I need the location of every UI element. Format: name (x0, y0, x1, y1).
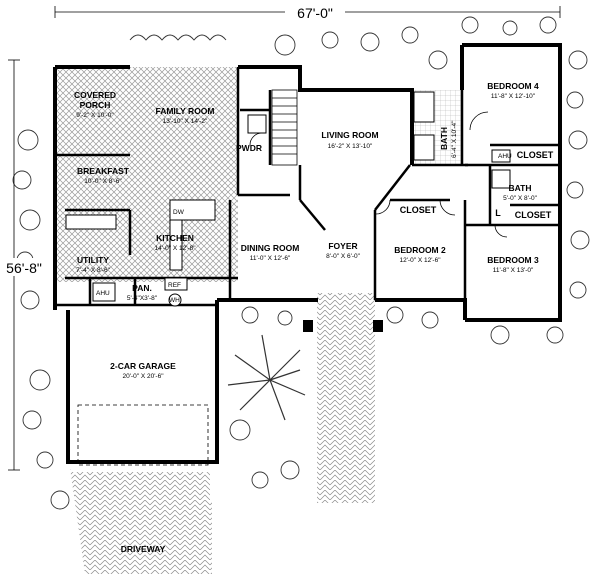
family-room-dims: 13'-10" X 14'-2" (163, 118, 208, 125)
dining-room-dims: 11'-0" X 12'-6" (250, 255, 291, 262)
closet-bedroom2: CLOSET (400, 205, 437, 215)
bedroom4-label: BEDROOM 4 (487, 81, 539, 91)
kitchen-counters (65, 91, 511, 307)
ref-label: REF (168, 282, 181, 289)
foyer-dims: 8'-0" X 6'-0" (326, 253, 361, 260)
driveway-paving (70, 300, 375, 574)
driveway-label: DRIVEWAY (121, 544, 166, 554)
bath1-label: BATH (439, 127, 449, 150)
living-room-dims: 16'-2" X 13'-10" (328, 143, 373, 150)
palm-tree (227, 334, 306, 421)
utility-label: UTILITY (77, 255, 109, 265)
bath2-dims: 5'-0" X 8'-0" (503, 195, 538, 202)
ahu-label-2: AHU (96, 290, 110, 297)
stair (271, 89, 298, 166)
bedroom3-dims: 11'-8" X 13'-0" (493, 267, 534, 274)
ahu-label-1: AHU (498, 153, 512, 160)
landscaping (12, 16, 590, 510)
bath1-dims: 6'-4" X 10'-4" (451, 120, 458, 158)
foyer-label: FOYER (328, 241, 357, 251)
dw-label: DW (173, 209, 185, 216)
bedroom2-label: BEDROOM 2 (394, 245, 446, 255)
overall-depth: 56'-8" (6, 260, 42, 276)
bedroom4-dims: 11'-8" X 12'-10" (491, 93, 536, 100)
pan-label: PAN. (132, 283, 152, 293)
kitchen-label: KITCHEN (156, 233, 194, 243)
living-room-label: LIVING ROOM (321, 130, 378, 140)
interior-walls (55, 67, 560, 307)
overall-width: 67'-0" (297, 5, 333, 21)
kitchen-dims: 14'-0" X 12'-8" (154, 245, 196, 252)
breakfast-label: BREAKFAST (77, 166, 130, 176)
walkway-paving (317, 293, 375, 503)
exterior-walls (53, 43, 562, 464)
pwdr-label: PWDR (236, 143, 262, 153)
bath2-label: BATH (509, 183, 532, 193)
utility-dims: 7'-4" X 8'-6" (76, 267, 111, 274)
garage-dims: 20'-0" X 20'-6" (122, 373, 164, 380)
linen-closet: L (495, 208, 501, 218)
wh-label: WH (169, 297, 180, 304)
covered-porch-label-2: PORCH (80, 100, 111, 110)
entry-column-right (373, 320, 383, 332)
dining-room-label: DINING ROOM (241, 243, 300, 253)
covered-porch-dims: 9'-2" X 10'-0" (76, 112, 114, 119)
family-room-label: FAMILY ROOM (155, 106, 214, 116)
pan-dims: 5'-4"X3'-8" (127, 295, 158, 302)
garage-door (77, 404, 209, 466)
closet-bedroom3: CLOSET (515, 210, 552, 220)
covered-porch-label-1: COVERED (74, 90, 116, 100)
breakfast-dims: 10'-0" X 8'-6" (84, 178, 122, 185)
bedroom2-dims: 12'-0" X 12'-6" (399, 257, 441, 264)
entry-column-left (303, 320, 313, 332)
garage-label: 2-CAR GARAGE (110, 361, 176, 371)
bedroom3-label: BEDROOM 3 (487, 255, 539, 265)
closet-bedroom4: CLOSET (517, 150, 554, 160)
